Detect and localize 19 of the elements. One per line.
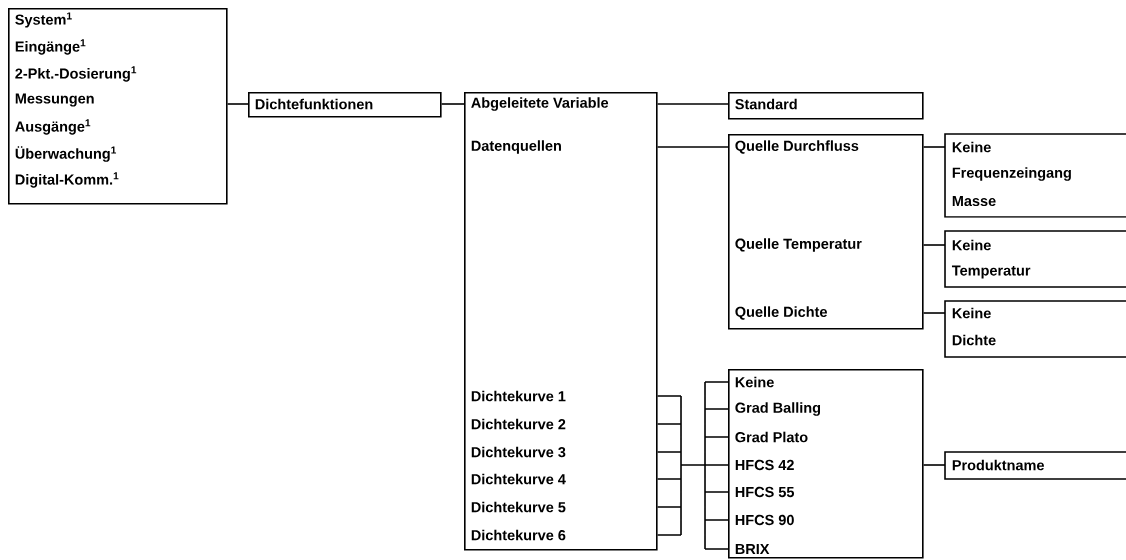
menu-box: Abgeleitete Variable Datenquellen Dichtekurve 1 Dichtekurve 2 Dichtekurve 3 Dichtekurve 4 Dichtekurve 5 Dichtekurve 6: [464, 92, 658, 551]
connector-line: [922, 312, 946, 314]
connector-line: [440, 103, 465, 105]
menu-box: Dichtefunktionen: [248, 92, 442, 118]
menu-box: Produktname: [944, 451, 1126, 480]
menu-box: System$^{1}$ Eingänge$^{1}$ 2-Pkt.-Dosierung$^{1}$ Messungen Ausgänge$^{1}$ Überwachung$^{1}$ Digital-Komm.$^{1}$: [8, 8, 228, 205]
connector-line: [226, 103, 249, 105]
connector-line: [656, 381, 729, 550]
connector-line: [922, 244, 946, 246]
connector-line: [656, 146, 729, 148]
menu-box: Keine Dichte: [944, 300, 1126, 358]
menu-box: Keine Temperatur: [944, 230, 1126, 288]
menu-box: Keine Grad Balling Grad Plato HFCS 42 HFCS 55 HFCS 90 BRIX: [728, 369, 924, 559]
menu-box: Standard: [728, 92, 924, 120]
menu-box: Keine Frequenzeingang Masse: [944, 133, 1126, 218]
connector-line: [656, 103, 729, 105]
connector-line: [922, 146, 946, 148]
menu-box: Quelle Durchfluss Quelle Temperatur Quelle Dichte: [728, 134, 924, 330]
connector-line: [922, 464, 946, 466]
